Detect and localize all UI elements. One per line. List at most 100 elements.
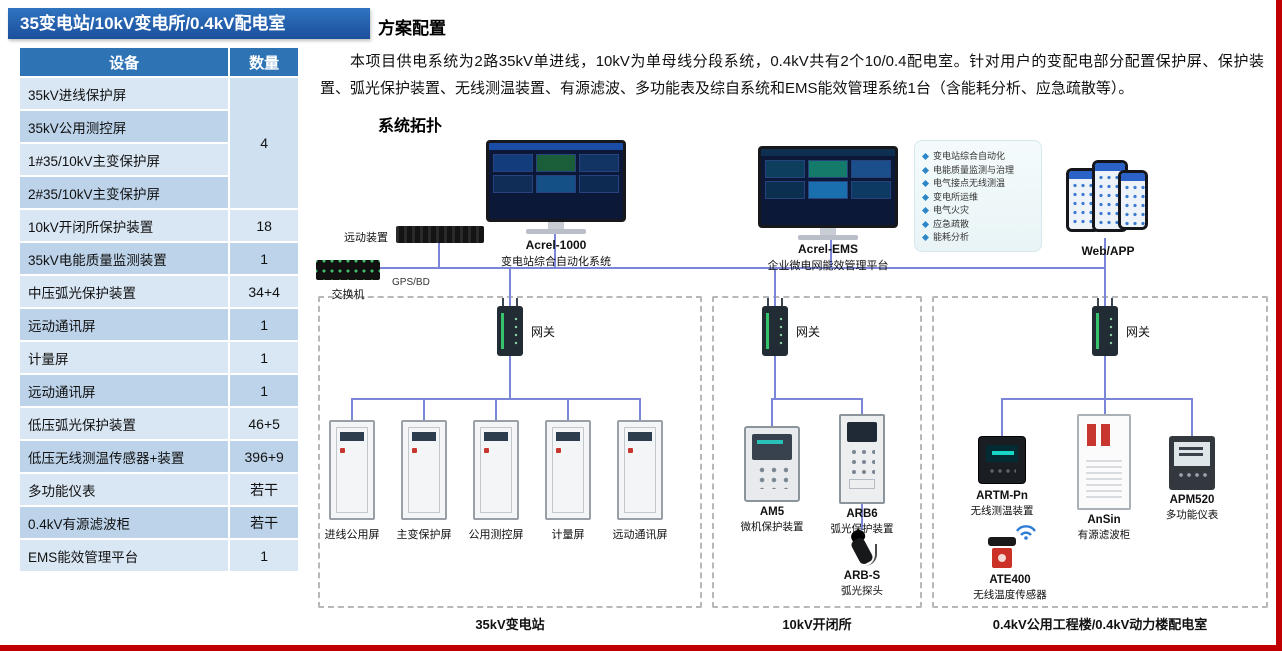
feature-item: 电能质量监测与治理 — [921, 164, 1033, 178]
connector-line — [1001, 400, 1003, 436]
wifi-icon — [1016, 525, 1036, 540]
table-row: 2#35/10kV主变保护屏 — [17, 175, 299, 210]
feature-text: 电能质量监测与治理 — [933, 164, 1015, 175]
connector-line — [861, 504, 863, 530]
mobile-phones-illustration — [1066, 160, 1150, 240]
arb6-label: ARB6 弧光保护装置 — [830, 508, 894, 535]
connector-line — [1104, 238, 1106, 267]
connector-line — [1001, 398, 1193, 400]
connector-line — [774, 356, 776, 398]
cabinet-label: 远动通讯屏 — [612, 529, 668, 541]
ate400-label: ATE400 无线温度传感器 — [973, 574, 1047, 601]
table-row: 35kV公用测控屏 — [17, 109, 299, 144]
table-row: 1#35/10kV主变保护屏 — [17, 142, 299, 177]
gateway-device — [762, 298, 788, 356]
am5-label: AM5 微机保护装置 — [740, 506, 804, 533]
connector-line — [351, 398, 641, 400]
scheme-config-title: 方案配置 — [378, 19, 446, 38]
monitor-acrel-ems — [758, 146, 898, 240]
diamond-bullet-icon — [921, 153, 930, 161]
table-header-qty: 数量 — [228, 46, 300, 78]
device-cell: 2#35/10kV主变保护屏 — [17, 175, 231, 210]
arb-s-label: ARB-S 弧光探头 — [841, 570, 883, 597]
feature-item: 能耗分析 — [921, 231, 1033, 245]
connector-line — [423, 400, 425, 420]
zone1-label: 35kV变电站 — [475, 617, 545, 632]
ansin-label: AnSin 有源滤波柜 — [1077, 514, 1131, 541]
cabinet-label: 主变保护屏 — [396, 529, 452, 541]
feature-item: 电气接点无线测温 — [921, 177, 1033, 191]
connector-line — [509, 356, 511, 398]
zone-box-04kv-distribution-room — [932, 296, 1268, 608]
connector-line — [771, 398, 863, 400]
right-accent-bar — [1276, 0, 1282, 651]
feature-text: 应急疏散 — [933, 218, 970, 229]
feature-item: 变电所运维 — [921, 191, 1033, 205]
feature-text: 电气接点无线测温 — [933, 178, 1006, 188]
qty-cell: 46+5 — [228, 406, 300, 441]
remote-device-label: 远动装置 — [344, 232, 388, 244]
feature-text: 变电站综合自动化 — [933, 151, 1006, 161]
monitor-screen — [758, 146, 898, 228]
apm520-label: APM520 多功能仪表 — [1165, 494, 1219, 521]
qty-cell: 1 — [228, 241, 300, 276]
page-title-banner: 35变电站/10kV变电所/0.4kV配电室 — [8, 8, 370, 39]
gateway-label: 网关 — [1126, 325, 1151, 339]
diamond-bullet-icon — [921, 180, 930, 188]
connector-line — [1104, 356, 1106, 398]
device-cell: 中压弧光保护装置 — [17, 274, 231, 309]
connector-line — [495, 400, 497, 420]
feature-text: 能耗分析 — [933, 232, 970, 242]
connector-line — [861, 400, 863, 414]
remote-terminal-device — [396, 226, 484, 243]
artm-pn-label: ARTM-Pn 无线测温装置 — [970, 490, 1034, 517]
connector-line — [554, 232, 556, 267]
connector-bus-line — [378, 267, 1106, 269]
bottom-accent-bar — [0, 645, 1282, 651]
cabinet-common-measure-control-panel — [473, 420, 519, 520]
connector-line — [1104, 269, 1106, 306]
network-switch-device — [316, 260, 380, 280]
cabinet-label: 计量屏 — [551, 529, 585, 541]
table-row: 0.4kV有源滤波柜若干 — [17, 505, 300, 540]
device-cell: 35kV电能质量监测装置 — [17, 241, 231, 276]
device-cell: 10kV开闭所保护装置 — [17, 208, 231, 243]
feature-item: 应急疏散 — [921, 218, 1033, 232]
arb-s-arc-probe — [845, 527, 879, 568]
cabinet-main-transformer-protection-panel — [401, 420, 447, 520]
device-cell: 多功能仪表 — [17, 472, 231, 507]
device-cell: 低压弧光保护装置 — [17, 406, 231, 441]
device-cell: 计量屏 — [17, 340, 231, 375]
arb6-arc-protection-device — [839, 414, 885, 504]
web-app-label: Web/APP — [1081, 244, 1135, 258]
scheme-config-paragraph: 本项目供电系统为2路35kV单进线，10kV为单母线分段系统，0.4kV共有2个… — [320, 53, 1264, 97]
feature-item: 变电站综合自动化 — [921, 150, 1033, 164]
diamond-bullet-icon — [921, 207, 930, 215]
device-cell: EMS能效管理平台 — [17, 538, 231, 573]
zone2-label: 10kV开闭所 — [782, 617, 852, 632]
qty-cell: 396+9 — [228, 439, 300, 474]
qty-cell: 1 — [228, 373, 300, 408]
artm-pn-wireless-temperature-device — [978, 436, 1026, 484]
connector-line — [771, 400, 773, 426]
qty-cell-merged: 4 — [228, 76, 300, 210]
connector-line — [774, 269, 776, 306]
gateway-device — [1092, 298, 1118, 356]
connector-line — [830, 236, 832, 267]
acrel-ems-label: Acrel-EMS 企业微电网能效管理平台 — [767, 242, 889, 272]
device-cell: 远动通讯屏 — [17, 307, 231, 342]
gps-bd-label: GPS/BD — [392, 277, 430, 288]
connector-line — [1104, 400, 1106, 414]
table-header-device: 设备 — [17, 46, 231, 78]
diamond-bullet-icon — [921, 234, 930, 242]
qty-cell: 18 — [228, 208, 300, 243]
feature-list: 变电站综合自动化 电能质量监测与治理 电气接点无线测温 变电所运维 电气火灾 应… — [914, 140, 1042, 252]
switch-label: 交换机 — [331, 289, 365, 301]
diamond-bullet-icon — [921, 220, 930, 228]
